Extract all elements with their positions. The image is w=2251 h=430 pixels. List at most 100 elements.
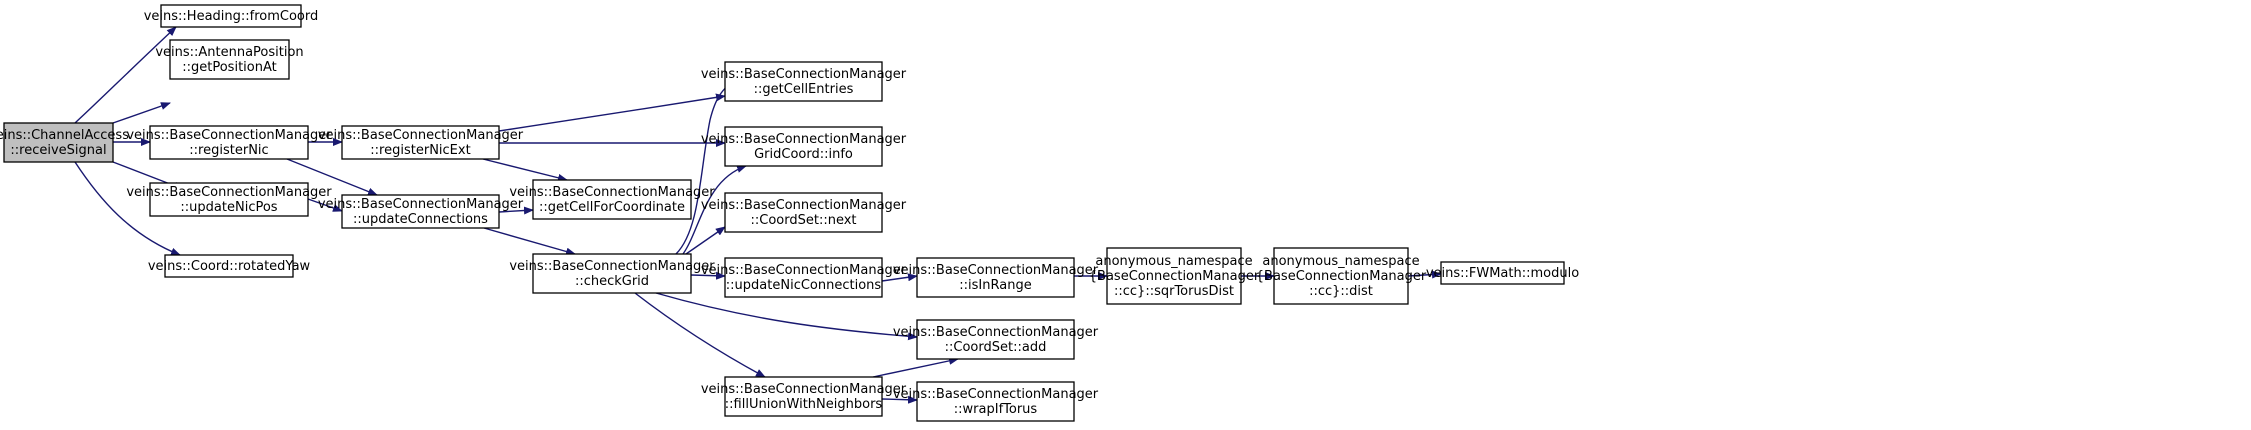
- node-label-line: veins::BaseConnectionManager: [893, 263, 1099, 278]
- call-arrow: [881, 395, 918, 404]
- node-modulo[interactable]: veins::FWMath::modulo: [1426, 261, 1579, 285]
- node-checkGrid[interactable]: veins::BaseConnectionManager::checkGrid: [509, 253, 715, 294]
- call-arrow: [690, 271, 726, 280]
- node-label-line: ::getCellForCoordinate: [539, 200, 685, 215]
- node-box: [1106, 247, 1242, 305]
- node-label-line: veins::BaseConnectionManager: [318, 128, 524, 143]
- node-label-line: veins::Heading::fromCoord: [144, 9, 319, 24]
- function-nodes: veins::ChannelAccess::receiveSignalveins…: [0, 4, 1579, 422]
- node-label-line: anonymous_namespace: [1262, 254, 1419, 269]
- edge-receiveSignal-to-getPositionAt: [112, 102, 171, 124]
- node-label-line: anonymous_namespace: [1095, 254, 1252, 269]
- call-arrow: [482, 158, 568, 182]
- node-label-line: veins::AntennaPosition: [155, 45, 303, 60]
- call-edges: [74, 26, 1442, 404]
- node-wrapIfTorus[interactable]: veins::BaseConnectionManager::wrapIfToru…: [893, 381, 1099, 422]
- node-updateNicConnections[interactable]: veins::BaseConnectionManager::updateNicC…: [701, 257, 907, 298]
- node-label-line: ::cc}::dist: [1309, 284, 1373, 299]
- node-coordSetNext[interactable]: veins::BaseConnectionManager::CoordSet::…: [701, 192, 907, 233]
- edge-updateConnections-to-getCellForCoordinate: [498, 206, 534, 215]
- edge-checkGrid-to-coordSetAdd: [655, 292, 918, 341]
- edge-updateNicConnections-to-isInRange: [881, 273, 918, 282]
- node-getCellForCoordinate[interactable]: veins::BaseConnectionManager::getCellFor…: [509, 179, 715, 220]
- edge-checkGrid-to-gridInfo: [682, 165, 747, 255]
- node-label-line: ::updateConnections: [353, 212, 488, 227]
- call-arrow: [655, 292, 918, 341]
- node-box: [532, 253, 692, 294]
- node-label-line: veins::BaseConnectionManager: [701, 263, 907, 278]
- edge-registerNic-to-updateConnections: [286, 158, 378, 196]
- edge-updateConnections-to-checkGrid: [483, 227, 576, 256]
- node-box: [3, 122, 114, 163]
- node-box: [916, 319, 1075, 360]
- node-label-line: veins::FWMath::modulo: [1426, 266, 1579, 281]
- node-gridInfo[interactable]: veins::BaseConnectionManagerGridCoord::i…: [701, 126, 907, 167]
- edge-checkGrid-to-fillUnionWithNeighbors: [634, 292, 766, 378]
- node-updateNicPos[interactable]: veins::BaseConnectionManager::updateNicP…: [126, 182, 332, 217]
- call-arrow: [483, 227, 576, 256]
- node-label-line: ::registerNicExt: [370, 143, 470, 158]
- node-receiveSignal[interactable]: veins::ChannelAccess::receiveSignal: [0, 122, 129, 163]
- node-box: [341, 194, 500, 229]
- edge-registerNicExt-to-getCellEntries: [498, 93, 726, 132]
- node-getPositionAt[interactable]: veins::AntennaPosition::getPositionAt: [155, 39, 304, 80]
- node-coordSetAdd[interactable]: veins::BaseConnectionManager::CoordSet::…: [893, 319, 1099, 360]
- node-label-line: GridCoord::info: [754, 147, 853, 162]
- node-box: [724, 376, 883, 417]
- node-label-line: ::registerNic: [189, 143, 268, 158]
- node-fromCoord[interactable]: veins::Heading::fromCoord: [144, 4, 319, 28]
- node-sqrTorusDist[interactable]: anonymous_namespace{BaseConnectionManage…: [1089, 247, 1260, 305]
- node-box: [532, 179, 692, 220]
- node-getCellEntries[interactable]: veins::BaseConnectionManager::getCellEnt…: [701, 61, 907, 102]
- node-label-line: {BaseConnectionManager: [1089, 269, 1260, 284]
- call-arrow: [112, 102, 171, 124]
- node-label-line: veins::BaseConnectionManager: [509, 259, 715, 274]
- node-label-line: ::updateNicPos: [180, 200, 277, 215]
- node-box: [724, 61, 883, 102]
- node-box: [160, 4, 302, 28]
- node-fillUnionWithNeighbors[interactable]: veins::BaseConnectionManager::fillUnionW…: [701, 376, 907, 417]
- node-label-line: veins::BaseConnectionManager: [893, 325, 1099, 340]
- node-box: [916, 257, 1075, 298]
- node-box: [341, 125, 500, 160]
- node-label-line: veins::BaseConnectionManager: [509, 185, 715, 200]
- node-label-line: ::CoordSet::next: [750, 213, 856, 228]
- node-box: [1273, 247, 1409, 305]
- node-isInRange[interactable]: veins::BaseConnectionManager::isInRange: [893, 257, 1099, 298]
- call-arrow: [498, 93, 726, 132]
- edge-fillUnionWithNeighbors-to-wrapIfTorus: [881, 395, 918, 404]
- edge-checkGrid-to-coordSetNext: [685, 226, 726, 255]
- call-arrow: [1407, 270, 1442, 279]
- node-label-line: ::fillUnionWithNeighbors: [725, 397, 883, 412]
- node-label-line: ::isInRange: [959, 278, 1031, 293]
- node-label-line: ::wrapIfTorus: [954, 402, 1038, 417]
- node-label-line: ::checkGrid: [575, 274, 649, 289]
- node-label-line: {BaseConnectionManager: [1256, 269, 1427, 284]
- node-box: [169, 39, 290, 80]
- call-arrow: [675, 74, 741, 255]
- node-registerNicExt[interactable]: veins::BaseConnectionManager::registerNi…: [318, 125, 524, 160]
- edge-registerNicExt-to-getCellForCoordinate: [482, 158, 568, 182]
- call-arrow: [74, 26, 177, 124]
- call-arrow: [634, 292, 766, 378]
- call-arrow: [498, 206, 534, 215]
- node-label-line: ::updateNicConnections: [726, 278, 882, 293]
- node-registerNic[interactable]: veins::BaseConnectionManager::registerNi…: [126, 125, 332, 160]
- node-label-line: veins::BaseConnectionManager: [701, 382, 907, 397]
- call-arrow: [685, 226, 726, 255]
- node-label-line: veins::Coord::rotatedYaw: [148, 259, 311, 274]
- node-label-line: veins::BaseConnectionManager: [701, 198, 907, 213]
- node-dist[interactable]: anonymous_namespace{BaseConnectionManage…: [1256, 247, 1427, 305]
- node-box: [724, 192, 883, 233]
- call-arrow: [74, 161, 181, 256]
- node-rotatedYaw[interactable]: veins::Coord::rotatedYaw: [148, 254, 311, 278]
- node-label-line: ::cc}::sqrTorusDist: [1114, 284, 1234, 299]
- node-box: [164, 254, 294, 278]
- node-updateConnections[interactable]: veins::BaseConnectionManager::updateConn…: [318, 194, 524, 229]
- node-label-line: veins::BaseConnectionManager: [701, 132, 907, 147]
- node-box: [149, 125, 309, 160]
- node-label-line: ::getPositionAt: [182, 60, 277, 75]
- node-label-line: veins::ChannelAccess: [0, 128, 129, 143]
- edge-receiveSignal-to-fromCoord: [74, 26, 177, 124]
